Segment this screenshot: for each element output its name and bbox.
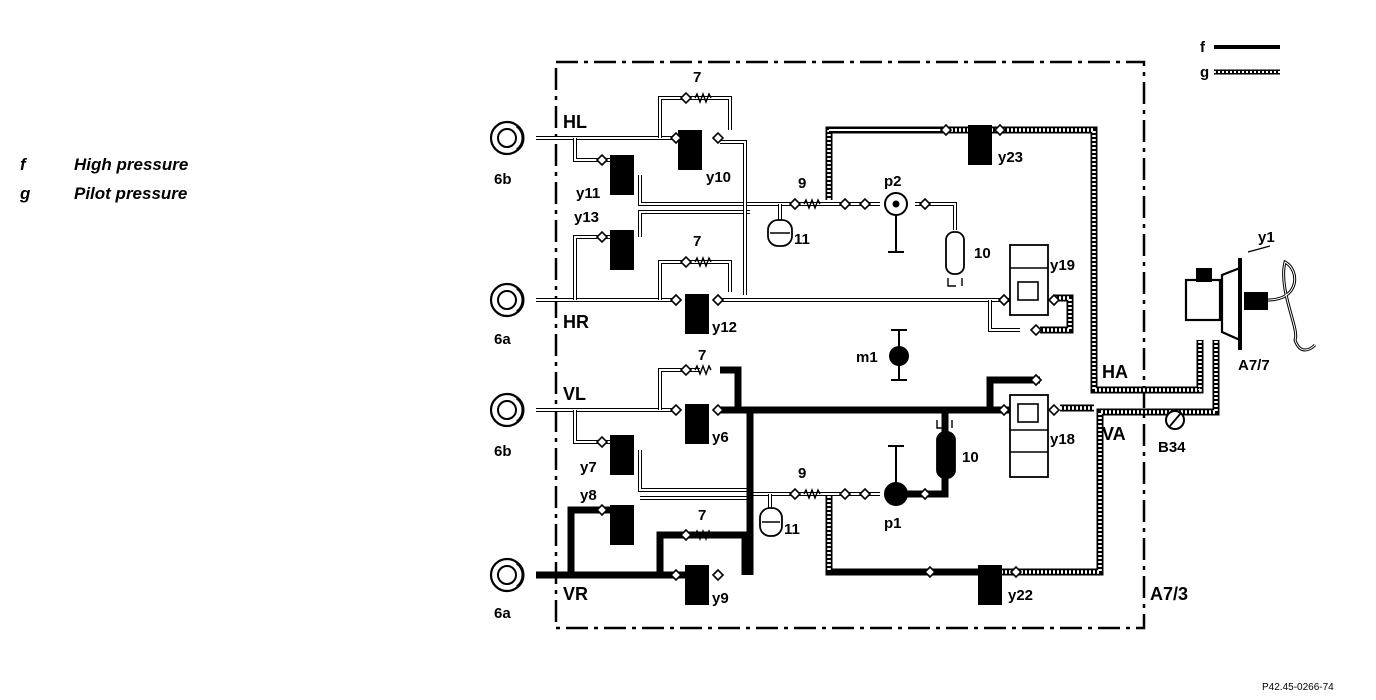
check-valve-7-vl-label: 7 bbox=[698, 347, 706, 364]
accumulator-10-front-icon bbox=[936, 420, 956, 479]
valve-y9-label: y9 bbox=[712, 590, 729, 607]
valve-y10-icon bbox=[678, 130, 702, 170]
motor-m1-label: m1 bbox=[856, 349, 878, 366]
accumulator-10-rear-label: 10 bbox=[974, 245, 991, 262]
brake-booster-a7-7-label: A7/7 bbox=[1238, 357, 1270, 374]
valve-y23-label: y23 bbox=[998, 149, 1023, 166]
pressure-sensor-b34-icon bbox=[1165, 410, 1185, 430]
valve-y23-icon bbox=[968, 125, 992, 165]
unit-a7-3-label: A7/3 bbox=[1150, 584, 1188, 604]
valve-y18-icon bbox=[1009, 394, 1049, 478]
valve-y6-icon bbox=[685, 404, 709, 444]
valve-y12-label: y12 bbox=[712, 319, 737, 336]
legend-sample-key-f: f bbox=[1200, 39, 1206, 56]
wheel-vl-icon bbox=[489, 392, 525, 428]
valve-y13-icon bbox=[610, 230, 634, 270]
pressure-sensor-b34-label: B34 bbox=[1158, 439, 1186, 456]
valve-y9-icon bbox=[685, 565, 709, 605]
valve-y22-label: y22 bbox=[1008, 587, 1033, 604]
valve-y6-label: y6 bbox=[712, 429, 729, 446]
check-valve-7-hr-label: 7 bbox=[693, 233, 701, 250]
damper-9-front-label: 9 bbox=[798, 465, 806, 482]
valve-y7-icon bbox=[610, 435, 634, 475]
wheel-vr-icon bbox=[489, 557, 525, 593]
valve-y22-icon bbox=[978, 565, 1002, 605]
valve-y11-icon bbox=[610, 155, 634, 195]
motor-m1-icon bbox=[889, 329, 909, 381]
wheel-hl-icon bbox=[489, 120, 525, 156]
circuit-va-label: VA bbox=[1102, 424, 1126, 444]
accumulator-11-rear-icon bbox=[767, 219, 793, 247]
valve-y13-label: y13 bbox=[574, 209, 599, 226]
legend-label-high-pressure: High pressure bbox=[74, 155, 189, 174]
legend-label-pilot-pressure: Pilot pressure bbox=[74, 184, 188, 203]
circuit-vr-label: VR bbox=[563, 584, 588, 604]
circuit-ha-label: HA bbox=[1102, 362, 1128, 382]
valve-y8-icon bbox=[610, 505, 634, 545]
front-circuit-lines bbox=[536, 368, 985, 574]
valve-y11-label: y11 bbox=[576, 185, 600, 202]
valve-y8-label: y8 bbox=[580, 487, 597, 504]
damper-9-rear-label: 9 bbox=[798, 175, 806, 192]
valve-y7-label: y7 bbox=[580, 459, 597, 476]
valve-y1-label: y1 bbox=[1258, 229, 1275, 246]
legend-sample-key-g: g bbox=[1200, 64, 1209, 81]
wheel-hr-icon bbox=[489, 282, 525, 318]
accumulator-10-front-label: 10 bbox=[962, 449, 979, 466]
accumulator-11-rear-label: 11 bbox=[794, 231, 810, 248]
circuit-hr-label: HR bbox=[563, 312, 589, 332]
wheel-hl-label: 6b bbox=[494, 171, 512, 188]
valve-y19-label: y19 bbox=[1050, 257, 1075, 274]
brake-booster-a7-7-icon bbox=[1184, 245, 1317, 352]
rear-circuit-lines bbox=[536, 96, 1020, 332]
wheel-hr-label: 6a bbox=[494, 331, 511, 348]
wheel-vr-label: 6a bbox=[494, 605, 511, 622]
accumulator-11-front-label: 11 bbox=[784, 521, 800, 538]
pump-p1-label: p1 bbox=[884, 515, 902, 532]
valve-y10-label: y10 bbox=[706, 169, 731, 186]
circuit-vl-label: VL bbox=[563, 384, 586, 404]
wheel-vl-label: 6b bbox=[494, 443, 512, 460]
accumulator-10-rear-icon bbox=[945, 231, 965, 287]
circuit-hl-label: HL bbox=[563, 112, 587, 132]
valve-y18-label: y18 bbox=[1050, 431, 1075, 448]
accumulator-11-front-icon bbox=[759, 507, 783, 537]
pump-p2-icon bbox=[884, 192, 908, 253]
valve-y19-icon bbox=[1009, 244, 1049, 316]
pump-p2-label: p2 bbox=[884, 173, 902, 190]
check-valve-7-hl-label: 7 bbox=[693, 69, 701, 86]
pump-p1-icon bbox=[884, 445, 908, 506]
figure-code: P42.45-0266-74 bbox=[1262, 682, 1334, 693]
unit-boundary-a7-3 bbox=[554, 60, 1146, 630]
legend-key-g: g bbox=[20, 184, 31, 203]
valve-y12-icon bbox=[685, 294, 709, 334]
legend-key-f: f bbox=[20, 155, 26, 174]
check-valve-7-vr-label: 7 bbox=[698, 507, 706, 524]
